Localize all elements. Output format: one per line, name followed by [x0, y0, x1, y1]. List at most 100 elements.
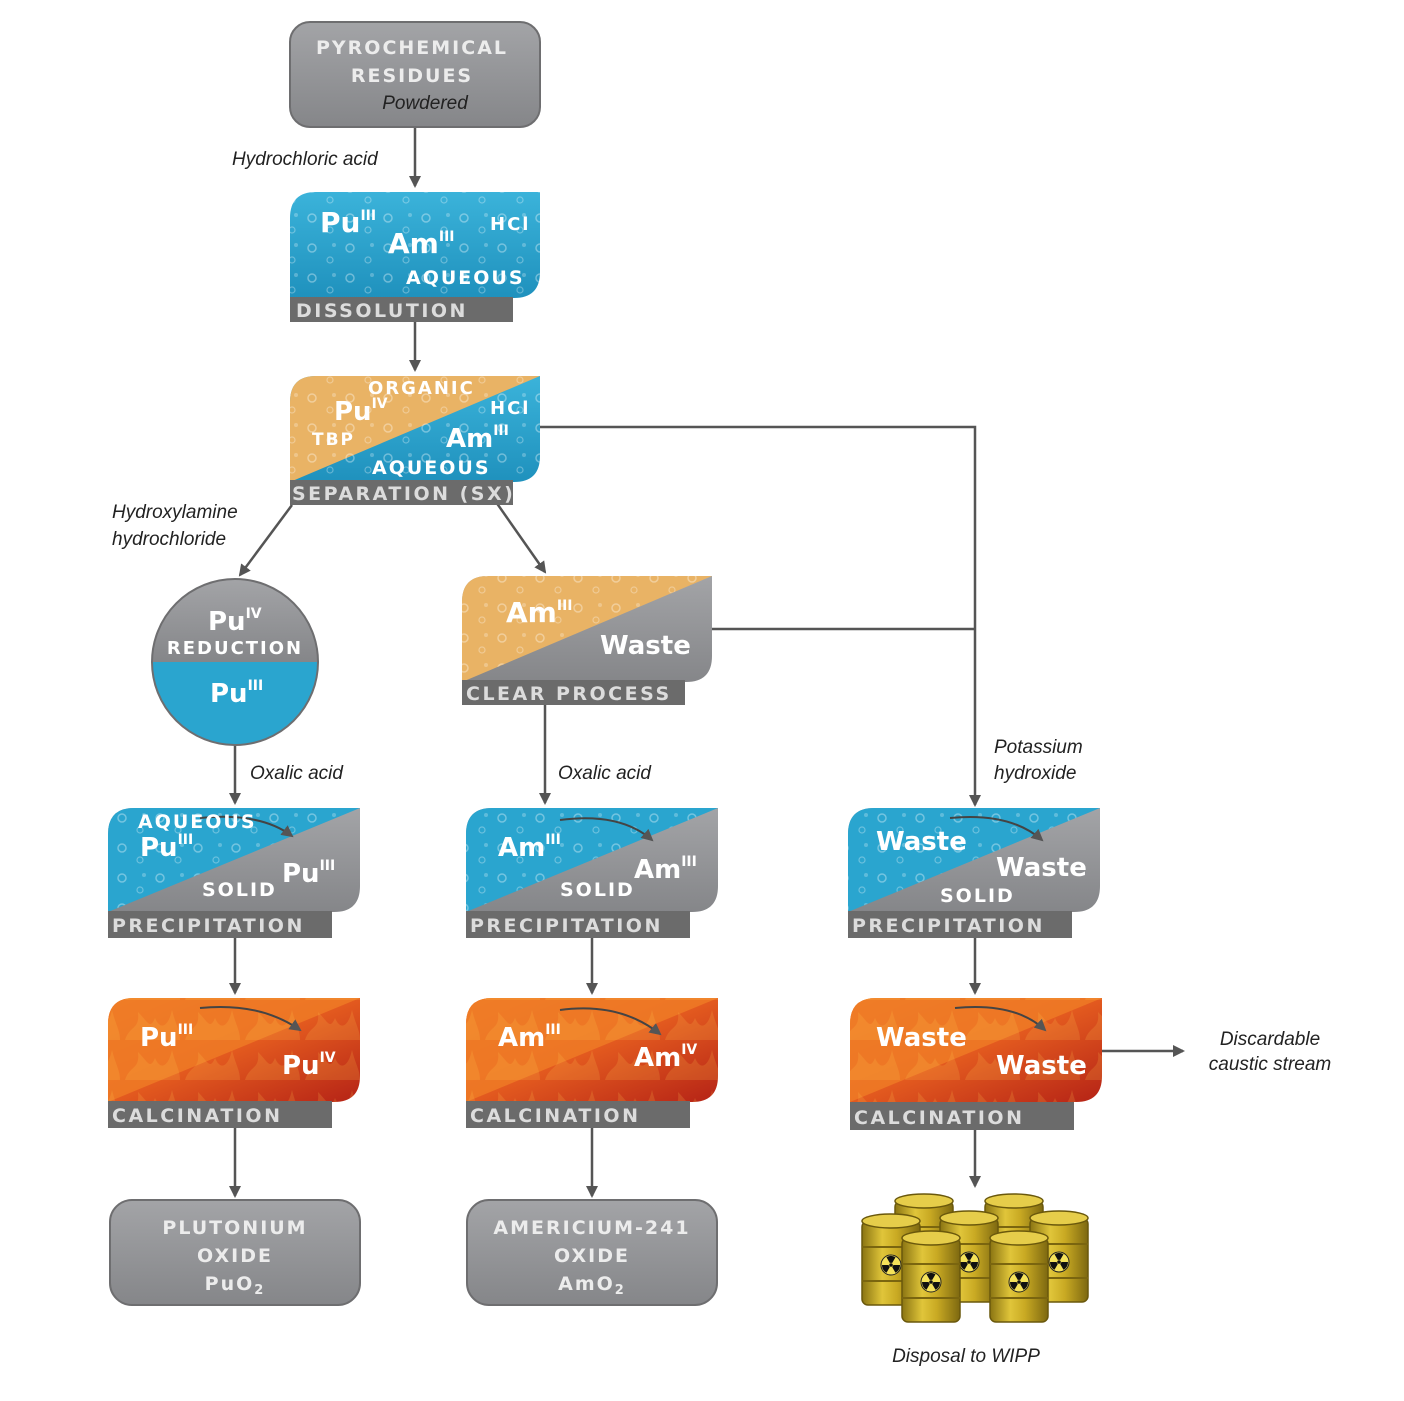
- precip-right-waste1: Waste: [876, 827, 967, 857]
- dissolution-hcl: HCl: [490, 214, 530, 235]
- arrow-separation-to-waste-precip: [540, 425, 981, 807]
- calc-left-pu1-ox: III: [178, 1022, 194, 1038]
- precip-left-solid: SOLID: [202, 879, 277, 901]
- separation-tbp: TBP: [312, 430, 355, 450]
- precip-mid-am1: Am: [498, 833, 545, 863]
- separation-aqueous: AQUEOUS: [372, 457, 491, 479]
- dissolution-node: DISSOLUTION PuIII AmIII HCl AQUEOUS: [290, 192, 540, 322]
- calc-left-pu1: Pu: [140, 1023, 178, 1053]
- start-line1: PYROCHEMICAL: [316, 37, 508, 59]
- separation-pu-ox: IV: [372, 396, 388, 412]
- caustic-line2: caustic stream: [1209, 1054, 1331, 1075]
- dissolution-label: DISSOLUTION: [296, 300, 468, 322]
- radioactive-waste-barrels-icon: [861, 1193, 1089, 1323]
- calc-mid-am2: Am: [634, 1043, 681, 1073]
- end-mid-formula-sub: 2: [615, 1283, 626, 1298]
- end-left-formula-sub: 2: [254, 1283, 265, 1298]
- end-mid-line2: OXIDE: [554, 1245, 630, 1267]
- svg-text:PuIII: PuIII: [140, 1022, 193, 1053]
- clear-process-label: CLEAR PROCESS: [466, 683, 672, 705]
- end-node-americium-oxide: AMERICIUM-241 OXIDE AmO2: [466, 1199, 718, 1306]
- precip-right-solid: SOLID: [940, 885, 1015, 907]
- calc-mid-am2-ox: IV: [681, 1042, 697, 1058]
- separation-am: Am: [446, 424, 493, 454]
- precipitation-mid-node: PRECIPITATION AmIII AmIII SOLID: [466, 808, 718, 938]
- end-left-line2: OXIDE: [197, 1245, 273, 1267]
- dissolution-pu: Pu: [320, 206, 360, 239]
- svg-text:AmIII: AmIII: [634, 854, 697, 885]
- dissolution-aqueous: AQUEOUS: [406, 267, 525, 289]
- calc-left-pu2: Pu: [282, 1051, 320, 1081]
- svg-text:PuIII: PuIII: [210, 678, 263, 709]
- precip-mid-am2: Am: [634, 855, 681, 885]
- precip-left-aqueous: AQUEOUS: [138, 811, 257, 833]
- disposal-label: Disposal to WIPP: [892, 1346, 1040, 1367]
- arrow-separation-to-reduction: [238, 504, 294, 577]
- precipitation-left-node: PRECIPITATION AQUEOUS PuIII PuIII SOLID: [108, 808, 360, 938]
- calcination-mid-node: CALCINATION AmIII AmIV: [466, 998, 718, 1128]
- start-node: PYROCHEMICAL RESIDUES Powdered: [289, 21, 541, 128]
- calc-right-waste2: Waste: [996, 1051, 1087, 1081]
- precip-left-pu1: Pu: [140, 833, 178, 863]
- reduction-pu-bottom-ox: III: [248, 678, 264, 694]
- start-line2: RESIDUES: [351, 65, 473, 87]
- reduction-pu-top: Pu: [208, 607, 246, 637]
- calc-mid-label: CALCINATION: [470, 1105, 640, 1127]
- calc-left-pu2-ox: IV: [320, 1050, 336, 1066]
- svg-text:AmIII: AmIII: [446, 423, 509, 454]
- svg-text:PuIV: PuIV: [282, 1050, 336, 1081]
- separation-pu: Pu: [334, 397, 372, 427]
- clear-am-ox: III: [557, 598, 573, 614]
- precip-right-waste2: Waste: [996, 853, 1087, 883]
- svg-text:PuIII: PuIII: [140, 832, 193, 863]
- reduction-node: PuIV REDUCTION PuIII: [151, 578, 319, 746]
- end-mid-formula: AmO: [558, 1273, 615, 1295]
- separation-label: SEPARATION (SX): [292, 483, 515, 505]
- svg-text:AmIII: AmIII: [498, 832, 561, 863]
- separation-organic: ORGANIC: [368, 378, 475, 399]
- separation-am-ox: III: [493, 423, 509, 439]
- dissolution-am: Am: [388, 227, 439, 260]
- reagent-hydrochloric-acid: Hydrochloric acid: [232, 149, 379, 170]
- reagent-koh-line1: Potassium: [994, 737, 1083, 758]
- precip-mid-am1-ox: III: [545, 832, 561, 848]
- precip-left-pu2-ox: III: [320, 858, 336, 874]
- svg-text:PuIV: PuIV: [334, 396, 388, 427]
- svg-text:AmO2: AmO2: [558, 1273, 626, 1298]
- dissolution-am-ox: III: [439, 229, 455, 245]
- precipitation-right-node: PRECIPITATION Waste Waste SOLID: [848, 808, 1100, 938]
- calc-right-label: CALCINATION: [854, 1107, 1024, 1129]
- svg-text:PuIII: PuIII: [282, 858, 335, 889]
- svg-text:PuIV: PuIV: [208, 606, 262, 637]
- calc-mid-am1: Am: [498, 1023, 545, 1053]
- dissolution-pu-ox: III: [360, 208, 376, 224]
- barrel-icon: [901, 1230, 961, 1323]
- reduction-pu-bottom: Pu: [210, 679, 248, 709]
- precip-left-pu1-ox: III: [178, 832, 194, 848]
- calc-mid-am1-ox: III: [545, 1022, 561, 1038]
- svg-text:AmIII: AmIII: [498, 1022, 561, 1053]
- calcination-left-node: CALCINATION PuIII PuIV: [108, 998, 360, 1128]
- precip-mid-label: PRECIPITATION: [470, 915, 663, 937]
- reduction-pu-top-ox: IV: [246, 606, 262, 622]
- clear-am: Am: [506, 596, 557, 629]
- reagent-koh-line2: hydroxide: [994, 763, 1076, 784]
- precip-mid-solid: SOLID: [560, 879, 635, 901]
- barrel-icon: [989, 1230, 1049, 1323]
- precip-right-label: PRECIPITATION: [852, 915, 1045, 937]
- calc-left-label: CALCINATION: [112, 1105, 282, 1127]
- svg-text:PuIII: PuIII: [320, 206, 376, 239]
- svg-text:AmIII: AmIII: [506, 596, 573, 629]
- precip-left-pu2: Pu: [282, 859, 320, 889]
- calcination-right-node: CALCINATION Waste Waste: [850, 998, 1102, 1130]
- clear-waste: Waste: [600, 631, 691, 661]
- reagent-oxalic-acid-mid: Oxalic acid: [558, 763, 652, 784]
- reagent-oxalic-acid-left: Oxalic acid: [250, 763, 344, 784]
- svg-text:AmIV: AmIV: [634, 1042, 697, 1073]
- end-left-formula: PuO: [205, 1273, 255, 1295]
- end-mid-line1: AMERICIUM-241: [493, 1217, 690, 1239]
- separation-hcl: HCl: [490, 398, 530, 419]
- calc-right-waste1: Waste: [876, 1023, 967, 1053]
- clear-process-node: CLEAR PROCESS AmIII Waste: [462, 576, 712, 705]
